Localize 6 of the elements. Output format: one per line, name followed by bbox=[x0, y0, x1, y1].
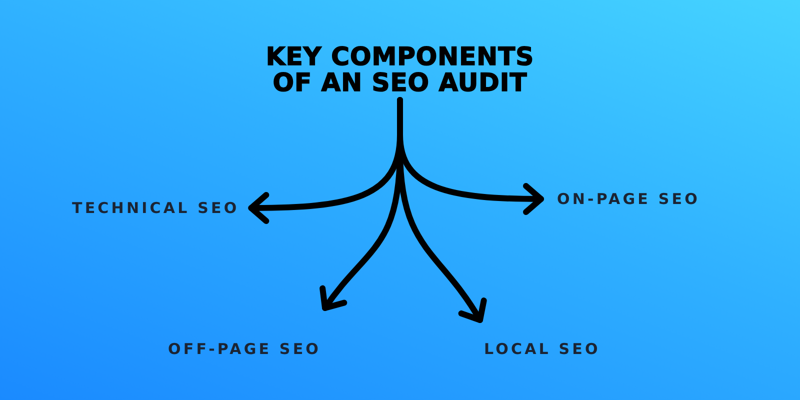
title: KEY COMPONENTS OF AN SEO AUDIT bbox=[250, 44, 550, 96]
category-label: OFF-PAGE SEO bbox=[168, 340, 322, 358]
category-label: ON-PAGE SEO bbox=[557, 190, 700, 208]
category-label: LOCAL SEO bbox=[484, 340, 600, 358]
arrow bbox=[397, 97, 486, 323]
category-label: TECHNICAL SEO bbox=[72, 199, 240, 217]
